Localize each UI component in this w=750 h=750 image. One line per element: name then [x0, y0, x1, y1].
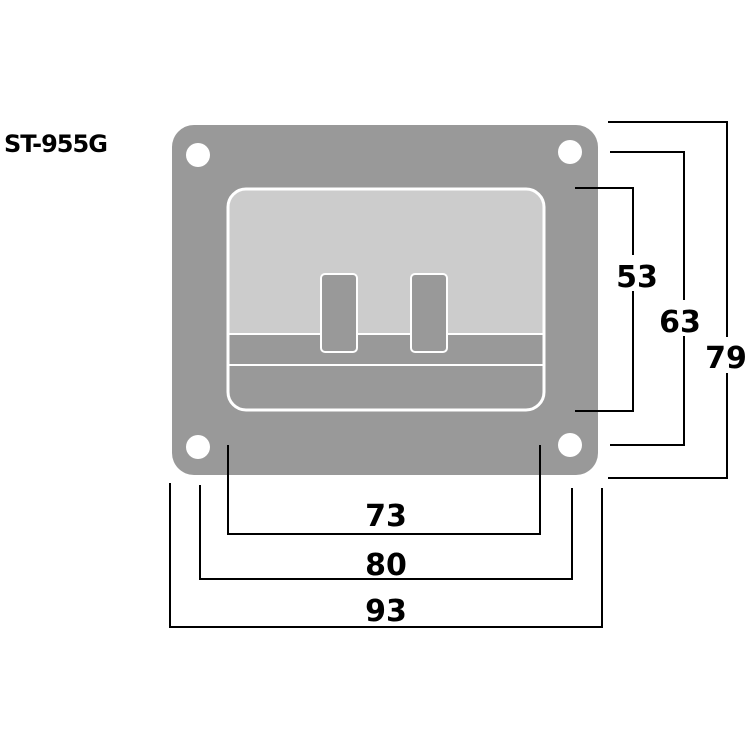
model-title: ST-955G	[4, 130, 107, 158]
panel-top	[228, 189, 544, 333]
dim-label-63: 63	[659, 305, 701, 340]
dim-label-53: 53	[616, 260, 658, 295]
panel-bottom	[228, 333, 544, 410]
dimension-lines	[169, 121, 728, 628]
mounting-hole	[186, 143, 210, 167]
mounting-hole	[558, 433, 582, 457]
dim-label-93: 93	[365, 594, 407, 629]
terminal-plate	[172, 125, 598, 475]
terminal-left	[320, 273, 358, 353]
dim-label-79: 79	[705, 341, 747, 376]
mounting-hole	[186, 435, 210, 459]
dim-label-73: 73	[365, 499, 407, 534]
mounting-hole	[558, 140, 582, 164]
terminal-right	[410, 273, 448, 353]
panel-outline	[226, 187, 546, 412]
dim-label-80: 80	[365, 548, 407, 583]
